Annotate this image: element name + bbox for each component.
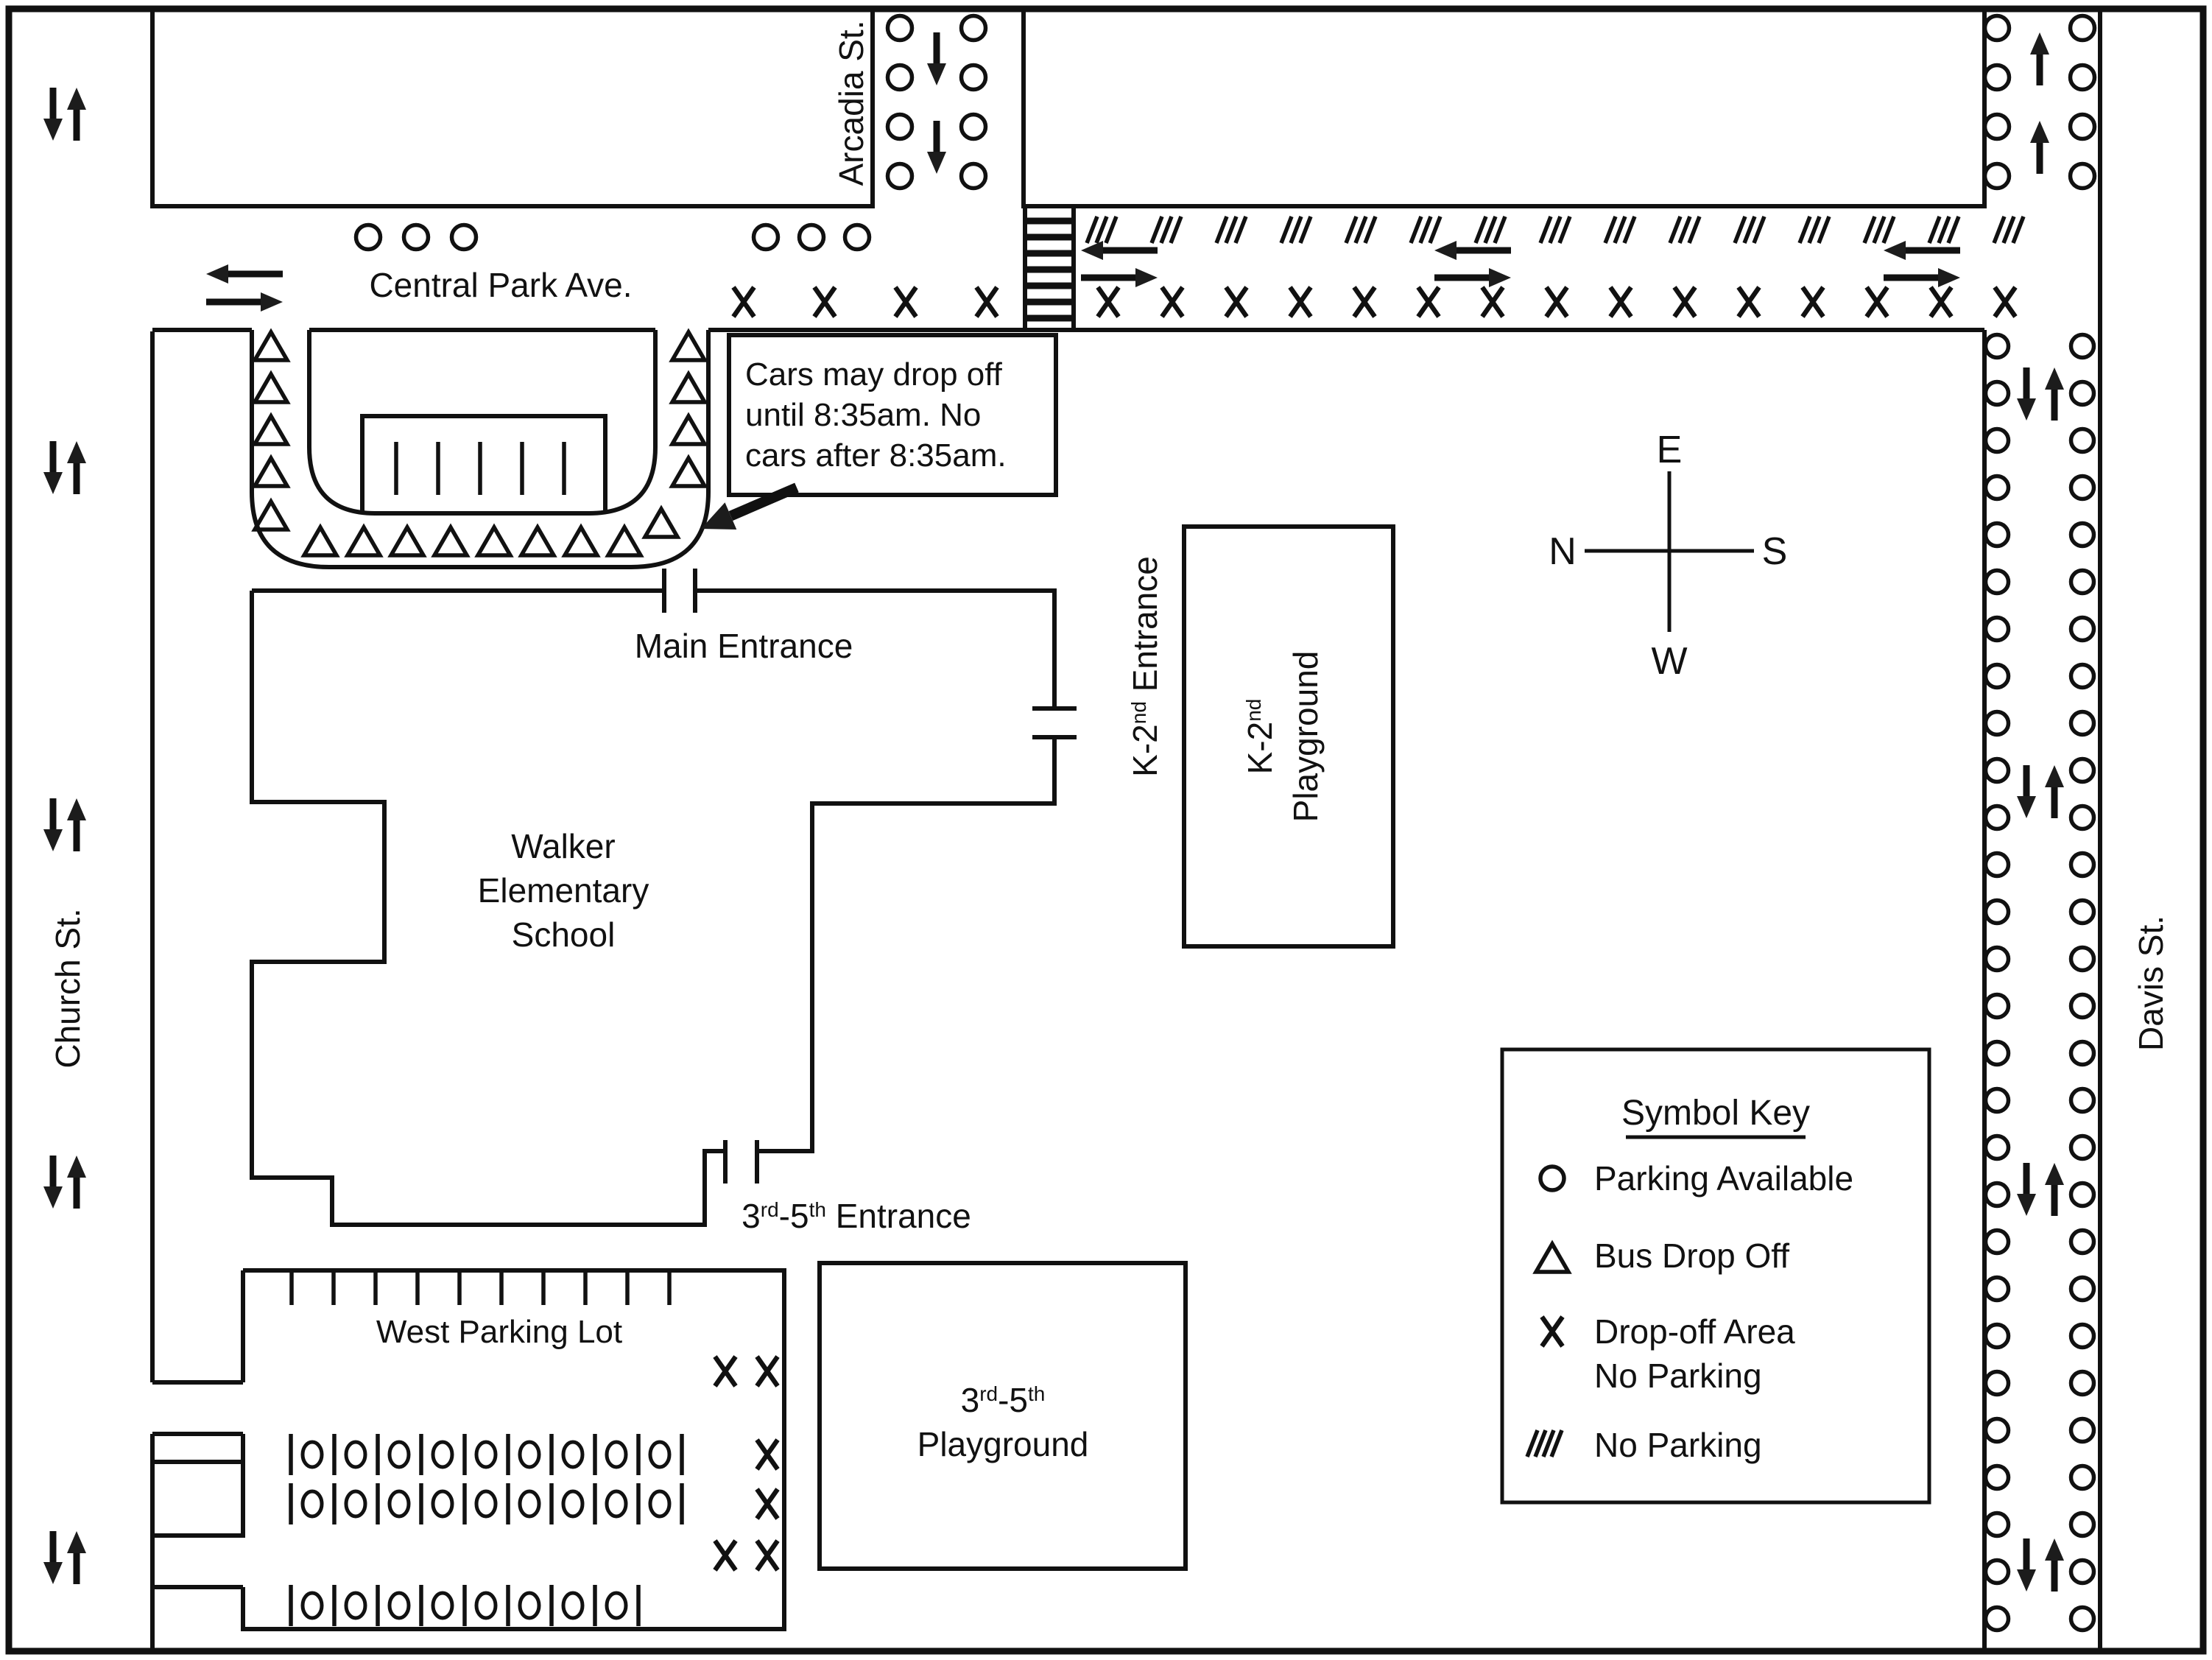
key-item-no-parking: No Parking [1594, 1426, 1762, 1464]
key-item-parking-available: Parking Available [1594, 1159, 1853, 1197]
k2-playground-box [1182, 524, 1395, 949]
key-item-dropoff-area-line2: No Parking [1594, 1357, 1762, 1395]
crosswalk-stripes [1025, 217, 1074, 322]
block-northeast [1021, 9, 1987, 208]
bus-dropoff-markers [251, 328, 708, 558]
dropoff-no-parking-markers [713, 286, 2018, 1572]
symbol-key-box [1500, 1047, 1931, 1505]
key-item-dropoff-area: Drop-off Area [1594, 1312, 1795, 1351]
callout-line-2: until 8:35am. No [745, 397, 981, 433]
g35-playground-label-line1: 3rd-5th [961, 1381, 1046, 1419]
callout-line-1: Cars may drop off [745, 356, 1003, 393]
main-entrance-label: Main Entrance [635, 627, 853, 665]
compass-right: S [1762, 530, 1788, 573]
compass-bottom: W [1651, 640, 1687, 683]
g35-entrance-label: 3rd-5th Entrance [742, 1197, 971, 1235]
k2-playground-label-line1: K-2nd [1241, 699, 1279, 775]
compass-cross [1585, 471, 1754, 632]
k2-playground-label-line2: Playground [1286, 651, 1325, 823]
compass-left: N [1549, 530, 1577, 573]
key-item-bus-drop-off: Bus Drop Off [1594, 1237, 1789, 1275]
symbol-key-icons [1525, 1164, 1572, 1457]
church-st-label: Church St. [49, 908, 87, 1068]
west-parking-lot-outline [241, 1268, 786, 1631]
school-name-line1: Walker [511, 827, 615, 865]
west-parking-lot-label: West Parking Lot [376, 1314, 622, 1350]
traffic-direction-arrows [43, 32, 2064, 1592]
central-park-ave-label: Central Park Ave. [369, 266, 632, 304]
map-border [5, 5, 2207, 1655]
parking-space-dividers [289, 442, 1077, 1626]
church-street-lines [150, 331, 245, 1651]
callout-line-3: cars after 8:35am. [745, 437, 1007, 474]
school-name-line3: School [512, 915, 616, 954]
g35-playground-label-line2: Playground [917, 1425, 1089, 1463]
bus-loop-inner [307, 330, 658, 516]
arcadia-st-label: Arcadia St. [832, 21, 870, 186]
school-building-outline [250, 588, 1057, 1227]
symbol-key-title: Symbol Key [1621, 1094, 1810, 1133]
parking-available-markers [300, 13, 2097, 1633]
bus-loop-island [360, 414, 607, 513]
school-name-line2: Elementary [478, 871, 649, 910]
g35-playground-box [817, 1261, 1188, 1571]
no-parking-markers [1085, 216, 2026, 244]
k2-entrance-label: K-2nd Entrance [1126, 556, 1164, 777]
dropoff-callout-box [727, 333, 1058, 497]
davis-st-label: Davis St. [2132, 915, 2170, 1051]
block-northwest [150, 9, 875, 208]
compass-top: E [1657, 429, 1683, 471]
